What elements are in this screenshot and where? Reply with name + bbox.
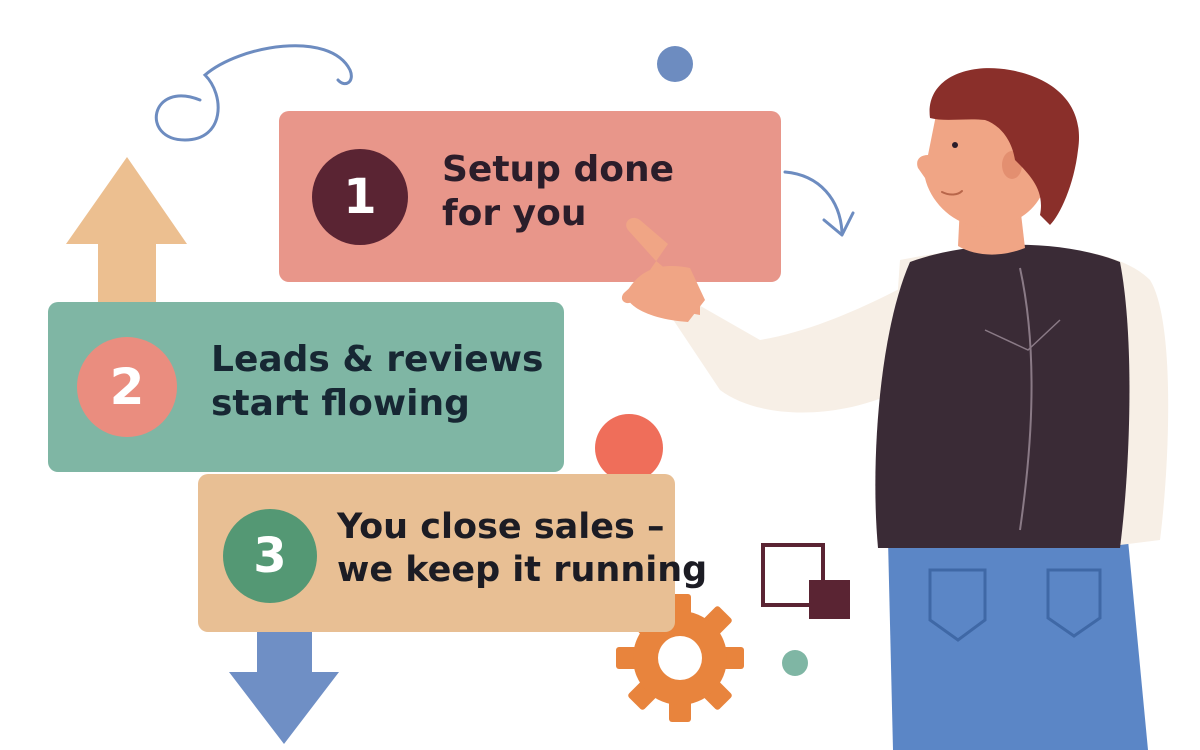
step-2-label: Leads & reviews start flowing [211, 338, 543, 426]
coral-dot-icon [595, 414, 663, 482]
step-3-label: You close sales – we keep it running [337, 506, 707, 591]
arrow-down-icon [229, 628, 339, 744]
teal-dot-icon [782, 650, 808, 676]
step-3-line-1: You close sales – [337, 507, 665, 547]
step-3-line-2: we keep it running [337, 549, 708, 590]
step-2-line-2: start flowing [211, 382, 470, 424]
step-2-card: 2 Leads & reviews start flowing [48, 302, 564, 472]
pointing-arm-sleeve [672, 270, 935, 413]
jeans [888, 540, 1148, 750]
blue-dot-icon [657, 46, 693, 82]
swirl-icon [154, 44, 353, 142]
step-3-card: 3 You close sales – we keep it running [198, 474, 707, 632]
curved-arrow-icon [783, 170, 855, 237]
squares-icon [761, 543, 850, 619]
step-1-line-1: Setup done [442, 149, 675, 190]
step-2-line-1: Leads & reviews [211, 339, 544, 380]
vest [875, 244, 1130, 548]
step-1-card: 1 Setup done for you [279, 111, 781, 282]
arrow-up-icon [66, 157, 187, 302]
step-1-line-2: for you [442, 192, 587, 234]
step-2-number-badge: 2 [77, 337, 177, 437]
step-1-number-badge: 1 [312, 149, 408, 245]
step-3-number-badge: 3 [223, 509, 317, 603]
step-1-label: Setup done for you [442, 148, 674, 236]
hair [929, 68, 1080, 225]
